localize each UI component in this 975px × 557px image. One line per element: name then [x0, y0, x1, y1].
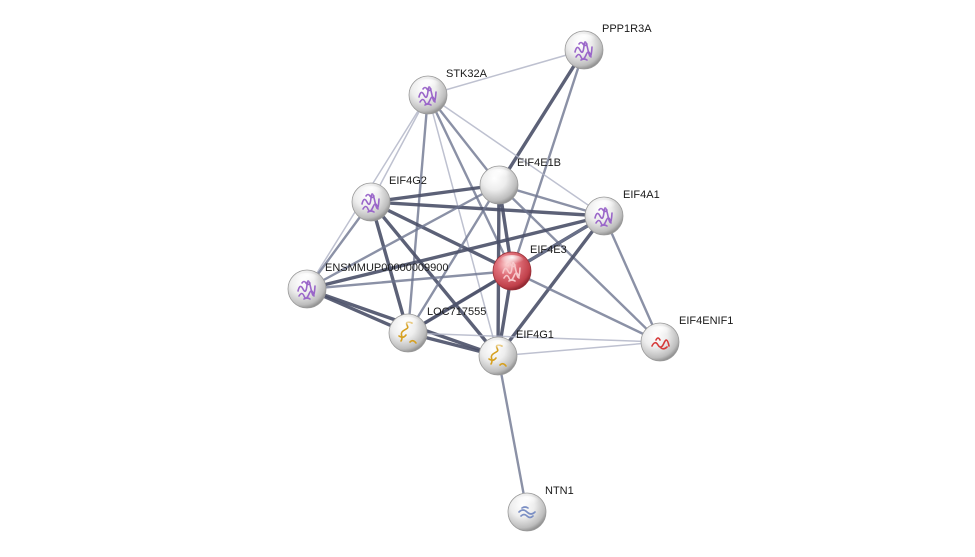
edge-eif4g2-eif4e3[interactable]	[371, 202, 512, 271]
node-label: EIF4E1B	[517, 157, 561, 169]
node-gloss	[295, 273, 319, 285]
edges-layer	[307, 50, 660, 512]
node-label: NTN1	[545, 485, 574, 497]
edge-stk32a-eif4a1[interactable]	[428, 95, 604, 216]
node-label: EIF4G1	[516, 329, 554, 341]
node-ensmmup00000009900[interactable]: ENSMMUP00000009900	[288, 262, 449, 308]
node-gloss	[396, 317, 420, 329]
node-label: ENSMMUP00000009900	[325, 262, 449, 274]
edge-eif4g1-ntn1[interactable]	[498, 356, 527, 512]
node-gloss	[486, 340, 510, 352]
node-eif4e1b[interactable]: EIF4E1B	[480, 157, 561, 204]
node-gloss	[648, 326, 672, 338]
node-stk32a[interactable]: STK32A	[409, 68, 488, 114]
node-eif4a1[interactable]: EIF4A1	[585, 189, 660, 235]
edge-eif4g1-eif4enif1[interactable]	[498, 342, 660, 356]
node-label: STK32A	[446, 68, 488, 80]
node-gloss	[359, 186, 383, 198]
node-label: LOC717555	[427, 306, 486, 318]
edge-eif4a1-eif4enif1[interactable]	[604, 216, 660, 342]
node-ntn1[interactable]: NTN1	[508, 485, 574, 531]
node-gloss	[515, 496, 539, 508]
node-label: EIF4A1	[623, 189, 660, 201]
node-label: EIF4E3	[530, 244, 567, 256]
node-gloss	[500, 255, 524, 267]
node-gloss	[572, 34, 596, 46]
node-label: EIF4G2	[389, 175, 427, 187]
node-gloss	[592, 200, 616, 212]
node-label: EIF4ENIF1	[679, 315, 733, 327]
node-gloss	[487, 169, 511, 181]
node-gloss	[416, 79, 440, 91]
node-eif4enif1[interactable]: EIF4ENIF1	[641, 315, 733, 361]
edge-stk32a-loc717555[interactable]	[408, 95, 428, 333]
node-ppp1r3a[interactable]: PPP1R3A	[565, 23, 652, 69]
node-label: PPP1R3A	[602, 23, 652, 35]
node-eif4e3[interactable]: EIF4E3	[493, 244, 567, 290]
node-eif4g2[interactable]: EIF4G2	[352, 175, 427, 221]
